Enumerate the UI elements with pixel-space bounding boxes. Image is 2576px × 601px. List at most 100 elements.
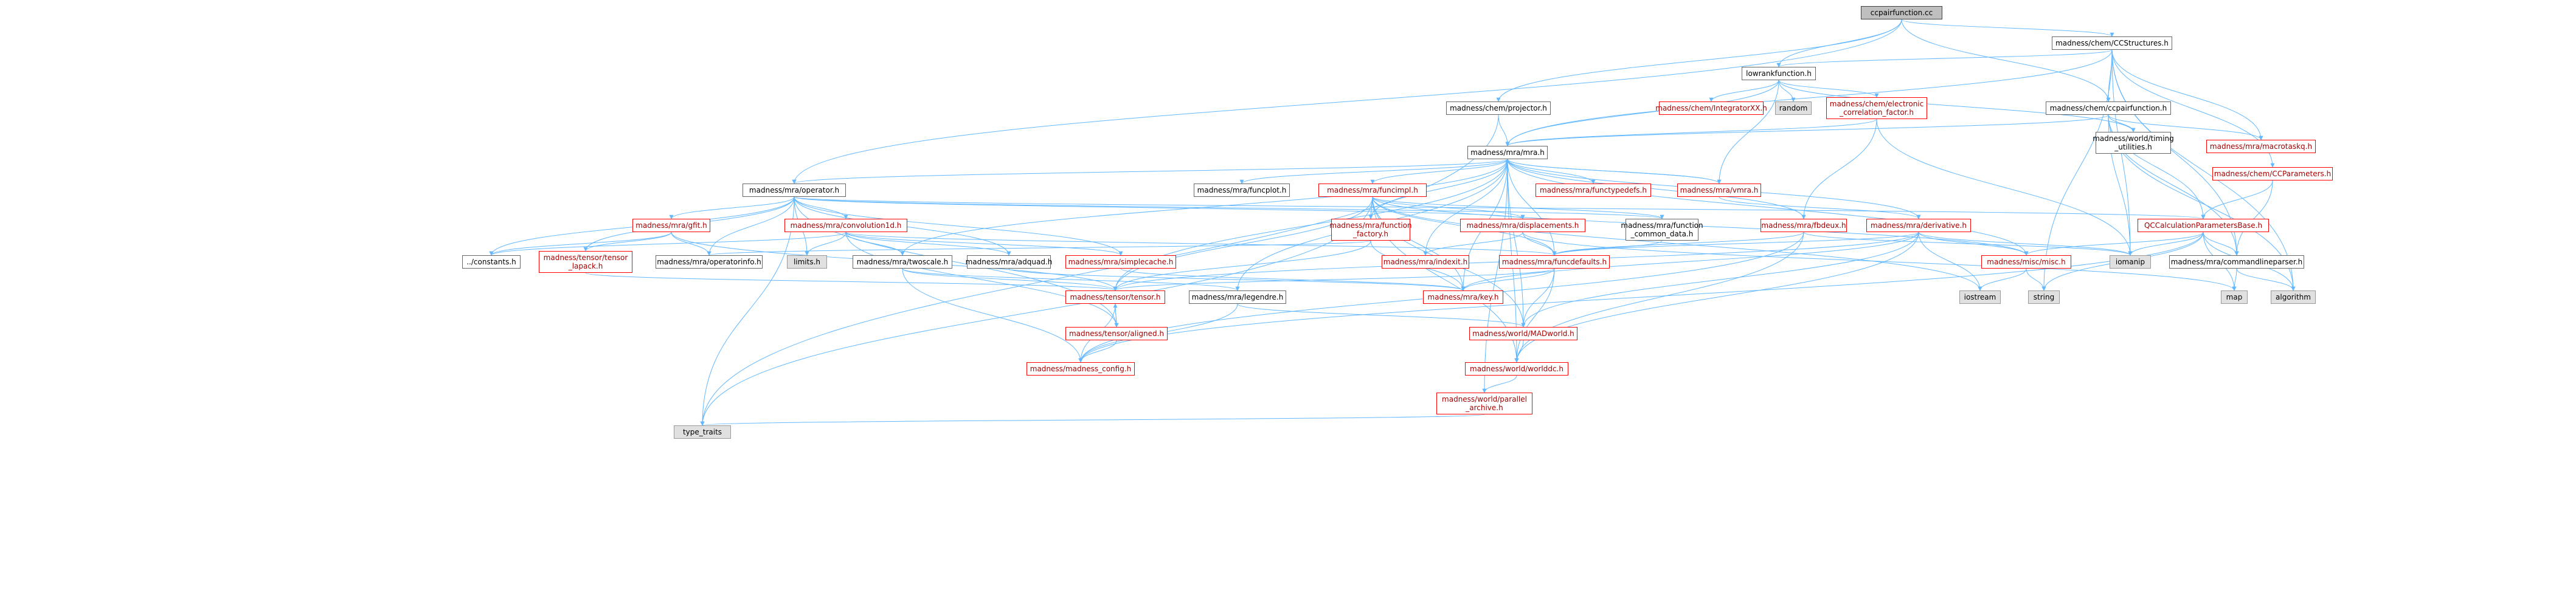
- node-tensor[interactable]: madness/tensor/tensor.h: [1065, 290, 1165, 304]
- edge-twoscale-to-config: [902, 268, 1083, 363]
- node-label: algorithm: [2276, 293, 2311, 301]
- node-label: madness/misc/misc.h: [1987, 258, 2066, 266]
- node-gfit[interactable]: madness/mra/gfit.h: [632, 219, 710, 232]
- node-integratorxx[interactable]: madness/chem/IntegratorXX.h: [1655, 101, 1767, 115]
- node-timing[interactable]: madness/world/timing_utilities.h: [2093, 132, 2174, 154]
- node-macrotask[interactable]: madness/mra/macrotaskq.h: [2206, 140, 2316, 153]
- edge-qccalc-to-iomanip: [2128, 232, 2204, 256]
- node-label: madness/mra/funcplot.h: [1197, 186, 1287, 194]
- node-limits[interactable]: limits.h: [787, 255, 827, 269]
- node-label: madness/chem/ccpairfunction.h: [2049, 104, 2167, 112]
- node-aligned[interactable]: madness/tensor/aligned.h: [1065, 327, 1168, 340]
- edge-lowrank-to-integratorxx: [1709, 80, 1779, 102]
- edge-projector-to-typetraits: [700, 114, 1499, 426]
- node-mra[interactable]: madness/mra/mra.h: [1467, 146, 1548, 159]
- node-funcplot[interactable]: madness/mra/funcplot.h: [1194, 184, 1290, 197]
- node-label: madness/mra/funcimpl.h: [1327, 186, 1418, 194]
- node-label: madness/mra/commandlineparser.h: [2170, 258, 2303, 266]
- node-label: madness/mra/gfit.h: [635, 221, 707, 230]
- edge-ccstructures-to-ccpairfunc_h: [2106, 49, 2113, 102]
- node-derivative[interactable]: madness/mra/derivative.h: [1866, 219, 1971, 232]
- node-worlddc[interactable]: madness/world/worlddc.h: [1465, 362, 1568, 376]
- node-displacements[interactable]: madness/mra/displacements.h: [1460, 219, 1585, 232]
- node-qccalc[interactable]: QCCalculationParametersBase.h: [2138, 219, 2269, 232]
- node-ccparams[interactable]: madness/chem/CCParameters.h: [2212, 167, 2333, 180]
- node-fbdeux[interactable]: madness/mra/fbdeux.h: [1761, 219, 1847, 232]
- node-parallel[interactable]: madness/world/parallel_archive.h: [1436, 393, 1532, 414]
- node-label: QCCalculationParametersBase.h: [2144, 221, 2263, 230]
- edge-funcimpl-to-tensor: [1113, 196, 1373, 291]
- edge-operator-to-convolution1d: [794, 196, 848, 219]
- node-tensorlapack[interactable]: madness/tensor/tensor_lapack.h: [539, 251, 632, 273]
- node-elcorr[interactable]: madness/chem/electronic_correlation_fact…: [1826, 97, 1927, 119]
- node-constants[interactable]: ../constants.h: [462, 255, 521, 269]
- node-operatorinfo[interactable]: madness/mra/operatorinfo.h: [656, 255, 763, 269]
- node-projector[interactable]: madness/chem/projector.h: [1446, 101, 1551, 115]
- node-madworld[interactable]: madness/world/MADworld.h: [1469, 327, 1577, 340]
- edge-mra-to-funcfactory: [1368, 159, 1508, 219]
- node-map[interactable]: map: [2221, 290, 2248, 304]
- node-label: madness/mra/adquad.h: [965, 258, 1053, 266]
- edge-funcimpl-to-displacements: [1372, 196, 1525, 219]
- node-iomanip[interactable]: iomanip: [2110, 255, 2151, 269]
- node-root[interactable]: ccpairfunction.cc: [1861, 6, 1942, 19]
- node-simplecache[interactable]: madness/mra/simplecache.h: [1065, 255, 1176, 269]
- node-adquad[interactable]: madness/mra/adquad.h: [965, 255, 1053, 269]
- edge-mra-to-tensor: [1113, 159, 1508, 291]
- edge-convolution1d-to-funcdefaults: [845, 232, 1557, 256]
- node-string[interactable]: string: [2028, 290, 2060, 304]
- node-vmra[interactable]: madness/mra/vmra.h: [1677, 184, 1761, 197]
- edge-convolution1d-to-simplecache: [845, 232, 1123, 256]
- node-funcdefaults[interactable]: madness/mra/funcdefaults.h: [1499, 255, 1610, 269]
- node-legendre[interactable]: madness/mra/legendre.h: [1189, 290, 1286, 304]
- node-config[interactable]: madness/madness_config.h: [1027, 362, 1135, 376]
- edge-lowrank-to-timing: [1778, 80, 2136, 132]
- node-typetraits[interactable]: type_traits: [674, 425, 731, 439]
- node-label: madness/mra/simplecache.h: [1068, 258, 1174, 266]
- node-twoscale[interactable]: madness/mra/twoscale.h: [853, 255, 952, 269]
- edge-elcorr-to-fbdeux: [1801, 118, 1877, 219]
- edge-mra-to-parallel: [1482, 159, 1508, 393]
- node-funcfactory[interactable]: madness/mra/function_factory.h: [1329, 219, 1412, 241]
- edge-root-to-ccpairfunc_h: [1901, 19, 2111, 102]
- node-label: iostream: [1964, 293, 1996, 301]
- node-label: madness/tensor/aligned.h: [1068, 329, 1165, 338]
- node-iostream[interactable]: iostream: [1959, 290, 2001, 304]
- node-funcimpl[interactable]: madness/mra/funcimpl.h: [1318, 184, 1427, 197]
- edge-derivative-to-madworld: [1521, 232, 1919, 328]
- node-label: madness/tensor/tensor.h: [1070, 293, 1161, 301]
- node-label: madness/mra/legendre.h: [1191, 293, 1284, 301]
- edge-twoscale-to-legendre: [902, 268, 1240, 291]
- edge-ccstructures-to-algorithm: [2111, 49, 2296, 291]
- node-convolution1d[interactable]: madness/mra/convolution1d.h: [784, 219, 907, 232]
- edge-funcimpl-to-key: [1372, 196, 1466, 291]
- edge-convolution1d-to-aligned: [845, 232, 1119, 328]
- edge-funcdefaults-to-key: [1461, 268, 1555, 291]
- edge-elcorr-to-iomanip: [1876, 118, 2133, 256]
- edge-derivative-to-iomanip: [1918, 232, 2133, 256]
- node-funccommon[interactable]: madness/mra/function_common_data.h: [1621, 219, 1703, 241]
- node-misc[interactable]: madness/misc/misc.h: [1981, 255, 2071, 269]
- node-indexit[interactable]: madness/mra/indexit.h: [1382, 255, 1469, 269]
- node-commandline[interactable]: madness/mra/commandlineparser.h: [2169, 255, 2304, 269]
- node-label: madness/mra/operatorinfo.h: [657, 258, 761, 266]
- node-key[interactable]: madness/mra/key.h: [1423, 290, 1503, 304]
- edge-adquad-to-key: [1008, 268, 1466, 291]
- node-random[interactable]: random: [1775, 101, 1812, 115]
- node-ccpairfunc_h[interactable]: madness/chem/ccpairfunction.h: [2046, 101, 2171, 115]
- edge-derivative-to-key: [1461, 232, 1919, 291]
- node-ccstructures[interactable]: madness/chem/CCStructures.h: [2052, 36, 2172, 50]
- edge-aligned-to-tensor: [1113, 303, 1118, 328]
- edge-root-to-ccstructures: [1901, 19, 2114, 37]
- node-lowrank[interactable]: lowrankfunction.h: [1742, 67, 1816, 80]
- edge-legendre-to-madworld: [1237, 303, 1526, 328]
- node-algorithm[interactable]: algorithm: [2271, 290, 2316, 304]
- edge-misc-to-string: [2026, 268, 2046, 291]
- edge-operator-to-gfit: [669, 196, 795, 219]
- node-label: madness/mra/fbdeux.h: [1761, 221, 1846, 230]
- edge-commandline-to-algorithm: [2236, 268, 2296, 291]
- node-functypedefs[interactable]: madness/mra/functypedefs.h: [1536, 184, 1651, 197]
- edge-lowrank-to-random: [1778, 80, 1796, 102]
- node-operator[interactable]: madness/mra/operator.h: [743, 184, 846, 197]
